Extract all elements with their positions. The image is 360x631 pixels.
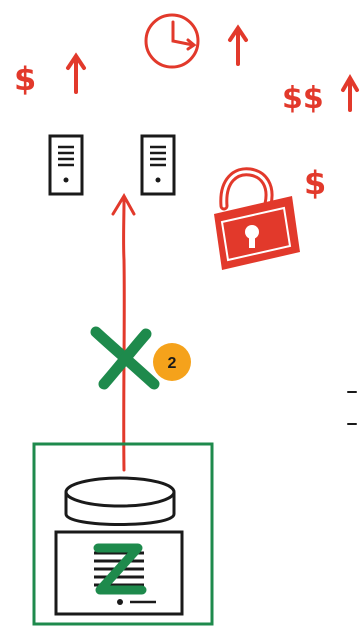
cost-single-label: $ [14,60,36,98]
zone-logo-icon [93,543,147,595]
cost-lock-label: $ [304,164,326,202]
increase-arrow-icon [228,24,248,66]
server-icon [48,134,84,196]
edge-marks [347,391,357,425]
zone-machine [54,530,184,616]
clock-icon [144,13,200,69]
client-box [32,442,214,626]
blocked-x-icon [90,326,160,390]
badge-count: 2 [168,355,177,372]
database-icon [64,476,176,526]
increase-arrow-icon [341,74,359,112]
count-badge: 2 [153,343,191,381]
latency-indicator [144,13,248,69]
server-icon [140,134,176,196]
cost-double-label: $$ [282,81,324,116]
cost-indicator-single: $ [14,52,86,98]
cost-indicator-double: $$ [282,74,359,116]
edge-marks-text: - - [0,0,2,1]
unlocked-padlock-icon [214,167,300,270]
connection-arrow [111,193,136,472]
increase-arrow-icon [66,52,86,94]
